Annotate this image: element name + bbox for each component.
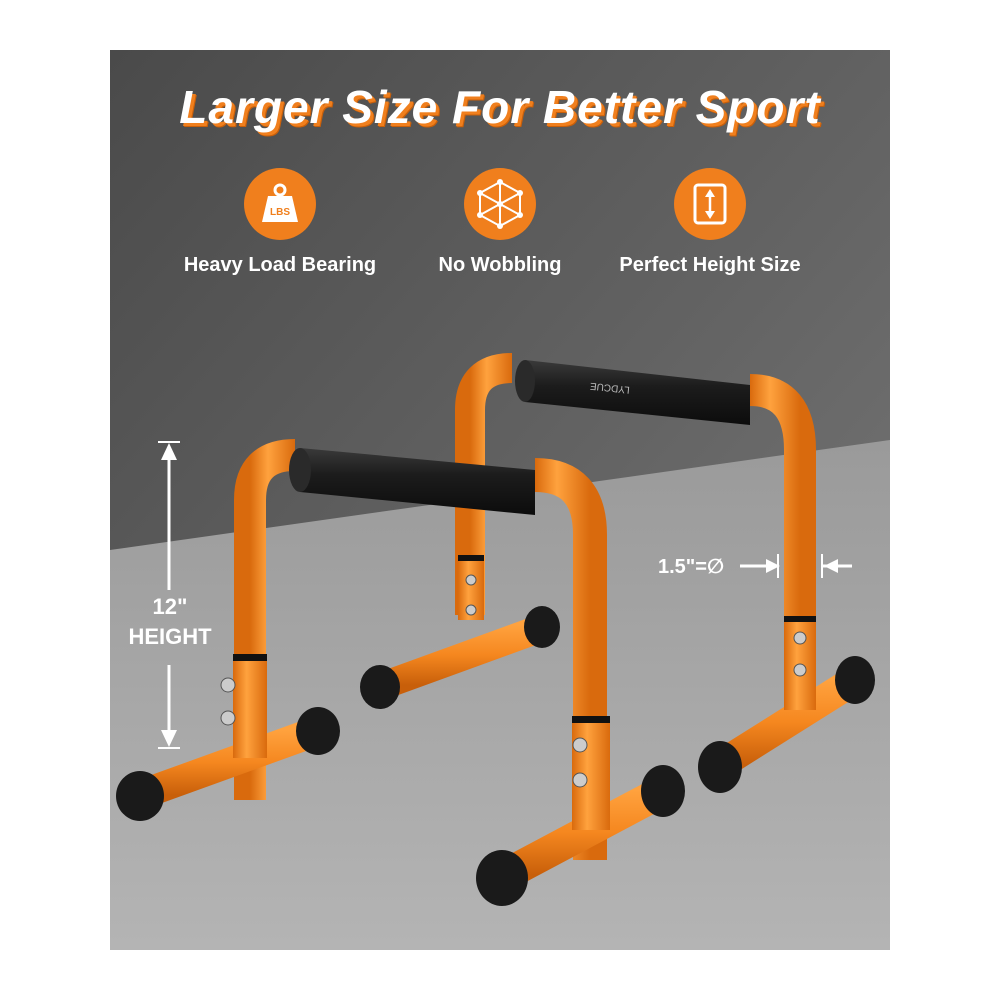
brand-mark: LYDCUE <box>589 380 630 395</box>
cube-network-icon <box>464 168 536 240</box>
height-value: 12" <box>152 594 188 619</box>
feature-heavy-load: LBS Heavy Load Bearing <box>170 168 390 277</box>
feature-perfect-height: Perfect Height Size <box>600 168 820 277</box>
feature-no-wobbling: No Wobbling <box>390 168 610 277</box>
weight-lbs-icon: LBS <box>244 168 316 240</box>
parallette-back: LYDCUE <box>360 353 875 793</box>
feature-label: Perfect Height Size <box>619 254 801 276</box>
feature-label: No Wobbling <box>438 254 562 276</box>
parallette-front <box>116 439 685 906</box>
height-measure-arrow <box>158 441 180 749</box>
feature-label: Heavy Load Bearing <box>183 254 377 276</box>
height-arrow-icon <box>674 168 746 240</box>
floor <box>110 440 890 950</box>
height-measurement-label: 12" HEIGHT <box>110 592 230 652</box>
height-label: HEIGHT <box>128 624 212 649</box>
diameter-measure-arrows <box>740 554 852 578</box>
product-panel: LYDCUE <box>110 50 890 950</box>
headline: Larger Size For Better Sport <box>179 81 821 133</box>
lbs-text: LBS <box>270 207 290 218</box>
diameter-label: 1.5"=∅ <box>658 556 725 578</box>
